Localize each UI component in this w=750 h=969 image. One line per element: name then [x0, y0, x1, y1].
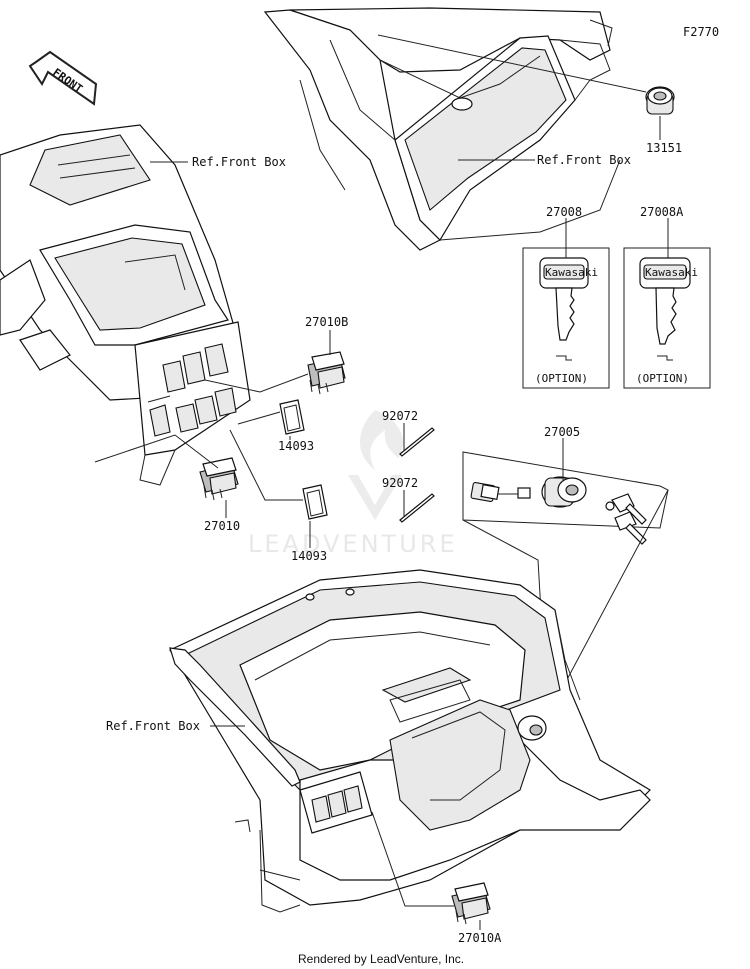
part-label-27010B: 27010B [305, 315, 348, 329]
part-label-27010: 27010 [204, 519, 240, 533]
part-label-27008: 27008 [546, 205, 582, 219]
part-label-27010A: 27010A [458, 931, 502, 945]
leader-27010-panel [94, 434, 219, 469]
footer-credit: Rendered by LeadVenture, Inc. [298, 952, 464, 966]
power-outlet-13151 [645, 86, 675, 115]
switch-cover-14093-a [279, 399, 305, 435]
ignition-switch-27005 [462, 451, 669, 545]
leader-14093-a-panel [237, 411, 281, 425]
pin-92072-a [399, 427, 435, 457]
leader-13151 [377, 34, 647, 93]
watermark-text: LEADVENTURE [248, 530, 458, 558]
part-label-27005: 27005 [544, 425, 580, 439]
part-label-92072-b: 92072 [382, 476, 418, 490]
part-label-92072-a: 92072 [382, 409, 418, 423]
switch-cover-14093-b [302, 484, 328, 520]
figure-code: F2770 [683, 25, 719, 39]
key-brand-b: Kawasaki [645, 266, 698, 279]
part-label-14093-a: 14093 [278, 439, 314, 453]
front-box-top-view [263, 7, 621, 251]
leader-14093-b-panel [229, 429, 303, 501]
key-option-a: (OPTION) [535, 372, 588, 385]
rocker-switch-27010B [307, 351, 346, 395]
rocker-switch-27010 [199, 457, 239, 501]
key-27008A: Kawasaki (OPTION) [623, 247, 711, 389]
key-brand-a: Kawasaki [545, 266, 598, 279]
part-label-27008A: 27008A [640, 205, 684, 219]
part-label-13151: 13151 [646, 141, 682, 155]
rocker-switch-27010A [451, 882, 491, 925]
leader-27010B-panel [204, 373, 309, 393]
key-option-b: (OPTION) [636, 372, 689, 385]
ref-front-box-top: Ref.Front Box [537, 153, 631, 167]
pin-92072-b [399, 493, 435, 523]
part-label-14093-b: 14093 [291, 549, 327, 563]
ref-front-box-left: Ref.Front Box [192, 155, 286, 169]
ref-front-box-bottom: Ref.Front Box [106, 719, 200, 733]
leadventure-watermark: LEADVENTURE [248, 410, 458, 558]
front-box-left-view [0, 124, 251, 486]
key-27008: Kawasaki (OPTION) [522, 247, 610, 389]
front-direction-arrow: FRONT [28, 50, 98, 106]
leader-27010A-panel [371, 811, 454, 907]
front-box-bottom-view [169, 569, 651, 913]
